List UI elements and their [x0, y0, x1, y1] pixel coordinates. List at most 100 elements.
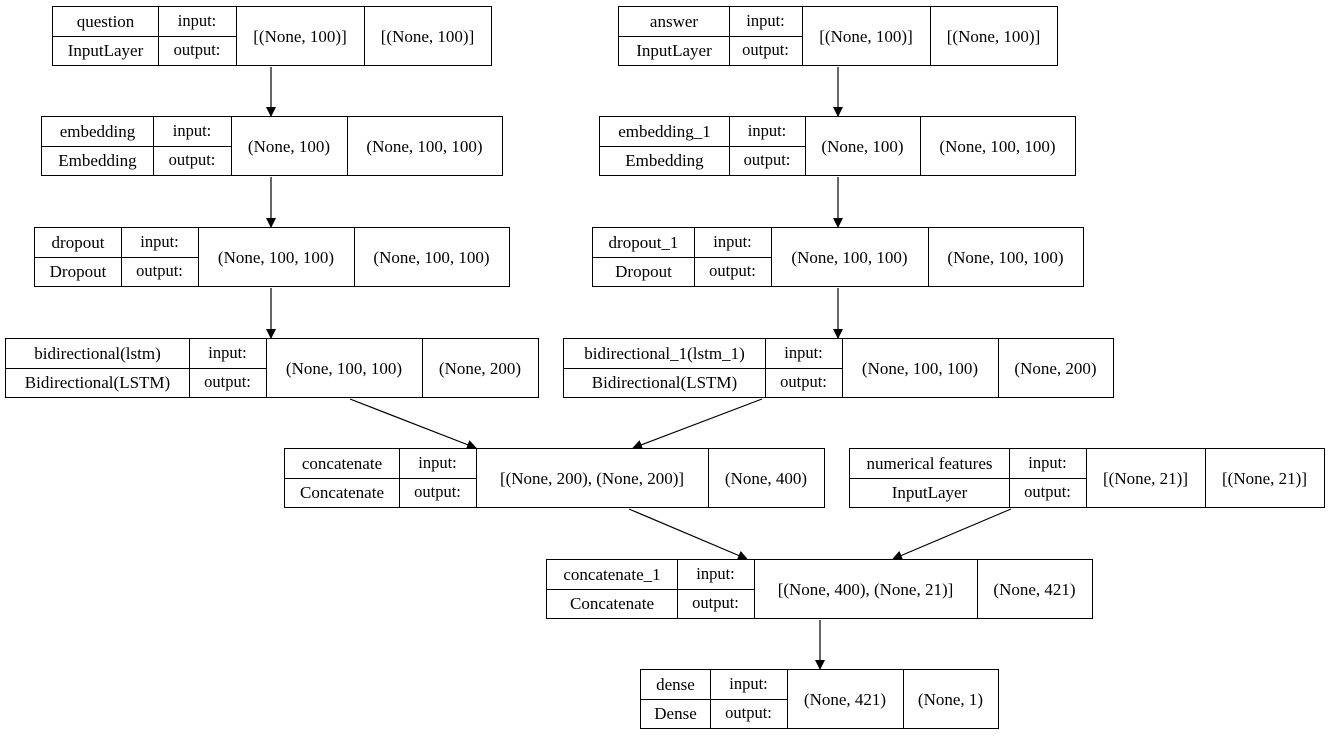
input-label: input: — [208, 343, 247, 363]
cell-divider — [753, 560, 755, 618]
row-divider — [641, 698, 787, 700]
row-divider — [600, 145, 805, 147]
input-label: input: — [696, 564, 735, 584]
layer-name: concatenate_1 — [563, 565, 661, 584]
output-label: output: — [725, 703, 772, 723]
input-shape: [(None, 100)] — [253, 26, 347, 46]
row-divider — [619, 35, 802, 37]
cell-divider — [475, 449, 477, 507]
layer-name: dense — [656, 675, 695, 694]
row-divider — [285, 477, 476, 479]
output-label: output: — [414, 482, 461, 502]
edge-bidirectional-to-concatenate — [349, 398, 477, 450]
layer-node-bidirectional-1: bidirectional_1(lstm_1)Bidirectional(LST… — [563, 338, 1114, 398]
cell-divider — [770, 228, 772, 286]
input-shape: (None, 100, 100) — [217, 247, 335, 267]
layer-node-bidirectional: bidirectional(lstm)Bidirectional(LSTM)in… — [5, 338, 539, 398]
row-divider — [35, 256, 198, 258]
layer-type: Embedding — [625, 151, 704, 170]
cell-divider — [346, 117, 348, 175]
cell-divider — [1204, 449, 1206, 507]
input-label: input: — [140, 232, 179, 252]
layer-name: embedding — [59, 122, 136, 141]
layer-name: dropout — [51, 233, 105, 252]
edge-bidirectional-1-to-concatenate — [632, 398, 763, 450]
output-shape: (None, 100, 100) — [947, 247, 1064, 267]
layer-type: Embedding — [58, 151, 137, 170]
output-shape: (None, 421) — [993, 579, 1076, 599]
input-label: input: — [418, 453, 457, 473]
layer-name: concatenate — [301, 454, 383, 473]
input-shape: (None, 421) — [803, 689, 887, 709]
cell-divider — [801, 7, 803, 65]
row-divider — [547, 588, 754, 590]
cell-divider — [919, 117, 921, 175]
row-divider — [6, 367, 266, 369]
input-label: input: — [172, 121, 212, 141]
layer-name: dropout_1 — [608, 233, 679, 252]
output-shape: (None, 100, 100) — [366, 136, 483, 156]
layer-type: Dense — [654, 704, 697, 723]
input-shape: (None, 100) — [247, 136, 331, 156]
layer-name: answer — [649, 12, 699, 31]
cell-divider — [421, 339, 423, 397]
input-shape: [(None, 21)] — [1103, 468, 1188, 488]
cell-divider — [902, 670, 904, 728]
cell-divider — [707, 449, 709, 507]
row-divider — [53, 35, 236, 37]
output-shape: (None, 400) — [724, 468, 808, 488]
cell-divider — [265, 339, 267, 397]
layer-name: question — [76, 12, 135, 31]
row-divider — [564, 367, 842, 369]
input-shape: (None, 100, 100) — [861, 358, 979, 378]
input-label: input: — [177, 11, 217, 31]
layer-type: Dropout — [49, 262, 107, 281]
output-shape: (None, 100, 100) — [373, 247, 490, 267]
cell-divider — [197, 228, 199, 286]
output-label: output: — [692, 593, 739, 613]
layer-name: bidirectional_1(lstm_1) — [584, 344, 745, 363]
layer-name: embedding_1 — [618, 122, 711, 141]
layer-name: numerical features — [866, 454, 993, 473]
input-shape: [(None, 100)] — [819, 26, 913, 46]
layer-type: Concatenate — [569, 594, 654, 613]
edge-numerical-features-to-concatenate-1 — [892, 508, 1012, 561]
output-label: output: — [780, 372, 827, 392]
output-label: output: — [743, 150, 791, 170]
input-shape: [(None, 400), (None, 21)] — [777, 579, 954, 599]
input-shape: (None, 100, 100) — [285, 358, 403, 378]
output-shape: [(None, 100)] — [380, 26, 475, 46]
cell-divider — [363, 7, 365, 65]
cell-divider — [976, 560, 978, 618]
layer-type: InputLayer — [891, 483, 968, 502]
output-shape: (None, 100, 100) — [939, 136, 1056, 156]
cell-divider — [929, 7, 931, 65]
layer-type: Concatenate — [299, 483, 384, 502]
layer-type: InputLayer — [636, 41, 712, 60]
input-shape: (None, 100) — [821, 136, 904, 156]
input-label: input: — [747, 121, 787, 141]
output-shape: (None, 1) — [917, 689, 984, 709]
layer-type: Bidirectional(LSTM) — [24, 373, 171, 392]
output-shape: [(None, 21)] — [1222, 468, 1307, 488]
cell-divider — [235, 7, 237, 65]
output-label: output: — [204, 372, 251, 392]
output-shape: [(None, 100)] — [946, 26, 1041, 46]
row-divider — [593, 256, 771, 258]
cell-divider — [353, 228, 355, 286]
output-label: output: — [709, 261, 756, 281]
cell-divider — [997, 339, 999, 397]
output-label: output: — [168, 150, 216, 170]
row-divider — [42, 145, 231, 147]
cell-divider — [841, 339, 843, 397]
